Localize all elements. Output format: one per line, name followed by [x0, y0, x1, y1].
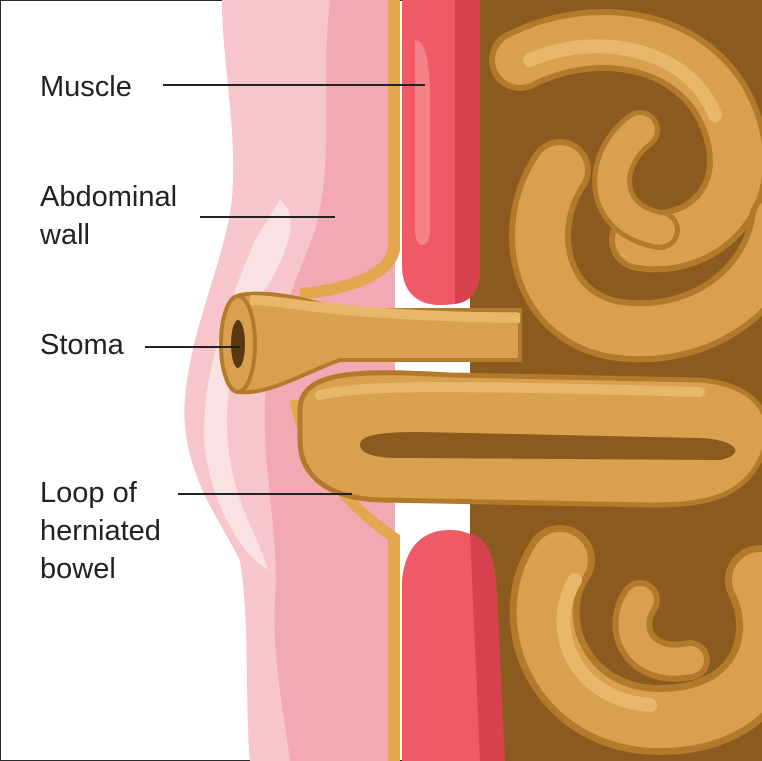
stoma-lumen — [231, 320, 245, 368]
muscle-label: Muscle — [40, 71, 132, 103]
loop-label-line2: herniated — [40, 515, 161, 547]
abdominal-wall-label-line2: wall — [40, 219, 90, 251]
fascia-layer — [300, 0, 400, 300]
skin-highlight — [204, 200, 291, 570]
bowel-coils — [489, 9, 762, 756]
herniated-bowel-loop — [297, 370, 762, 508]
muscle-lower-shade — [470, 533, 505, 761]
stoma-label: Stoma — [40, 329, 124, 361]
loop-label-line3: bowel — [40, 553, 116, 585]
loop-label-line1: Loop of — [40, 477, 137, 509]
stoma-tube — [219, 291, 522, 395]
muscle-upper-shade — [455, 0, 480, 304]
abdominal-wall-label-line1: Abdominal — [40, 181, 178, 213]
muscle-upper-highlight — [415, 40, 430, 245]
